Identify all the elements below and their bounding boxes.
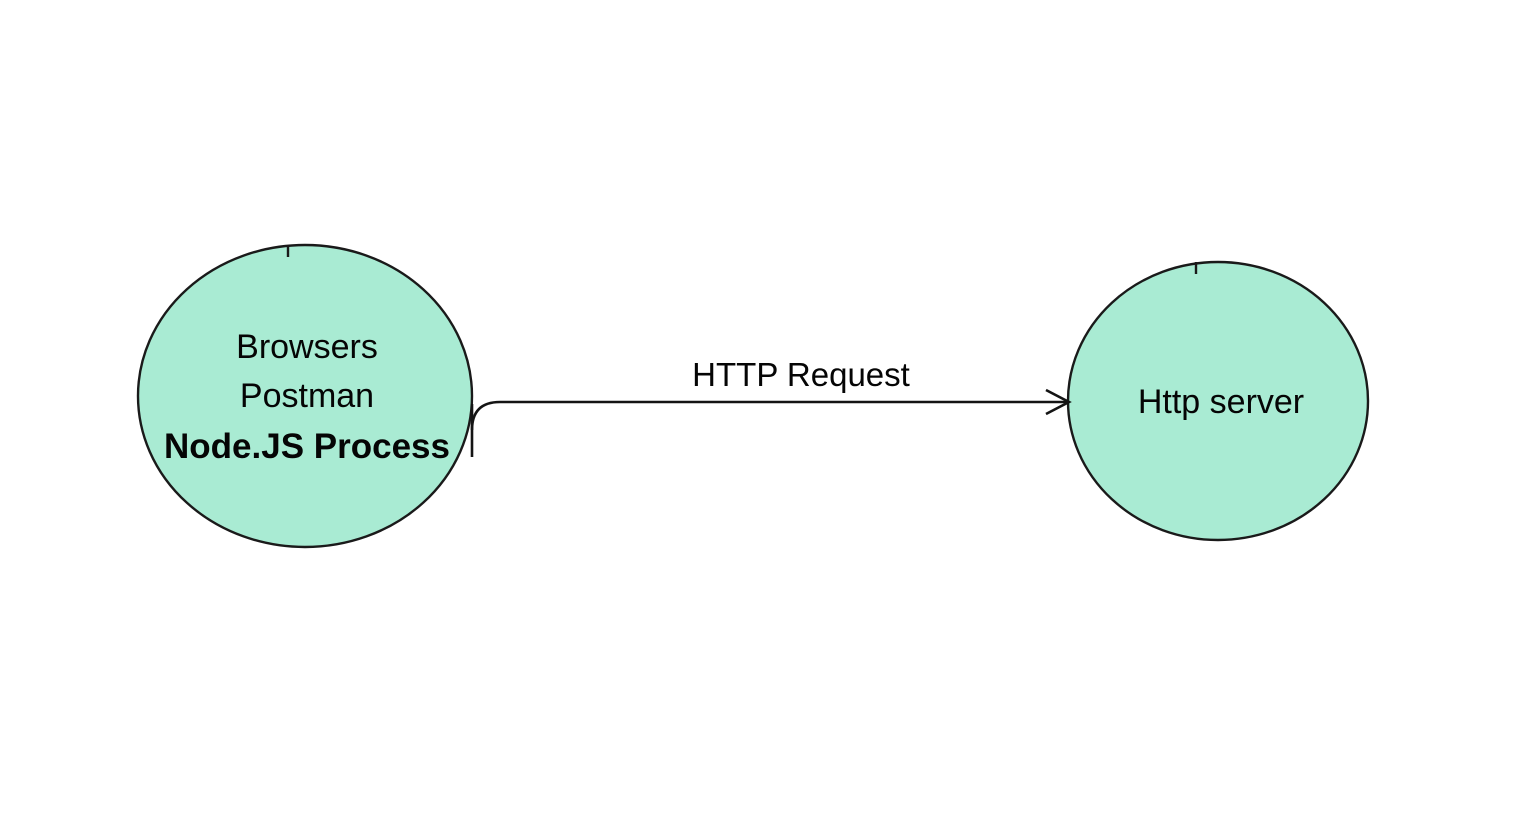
node-client-label-line-3: Node.JS Process xyxy=(164,427,450,466)
node-server-label: Http server xyxy=(1138,383,1304,421)
edge-http-request-arrowhead-icon xyxy=(1045,388,1072,416)
edge-http-request-line[interactable] xyxy=(470,400,1068,431)
node-client-label-line-2: Postman xyxy=(240,377,374,415)
node-client-label-line-1: Browsers xyxy=(236,328,378,366)
node-client[interactable]: Browsers Postman Node.JS Process xyxy=(136,243,474,549)
edge-http-request[interactable]: HTTP Request xyxy=(470,356,1072,457)
node-server[interactable]: Http server xyxy=(1066,260,1370,542)
edge-http-request-label: HTTP Request xyxy=(692,356,910,393)
node-client-ellipse[interactable] xyxy=(136,243,474,549)
